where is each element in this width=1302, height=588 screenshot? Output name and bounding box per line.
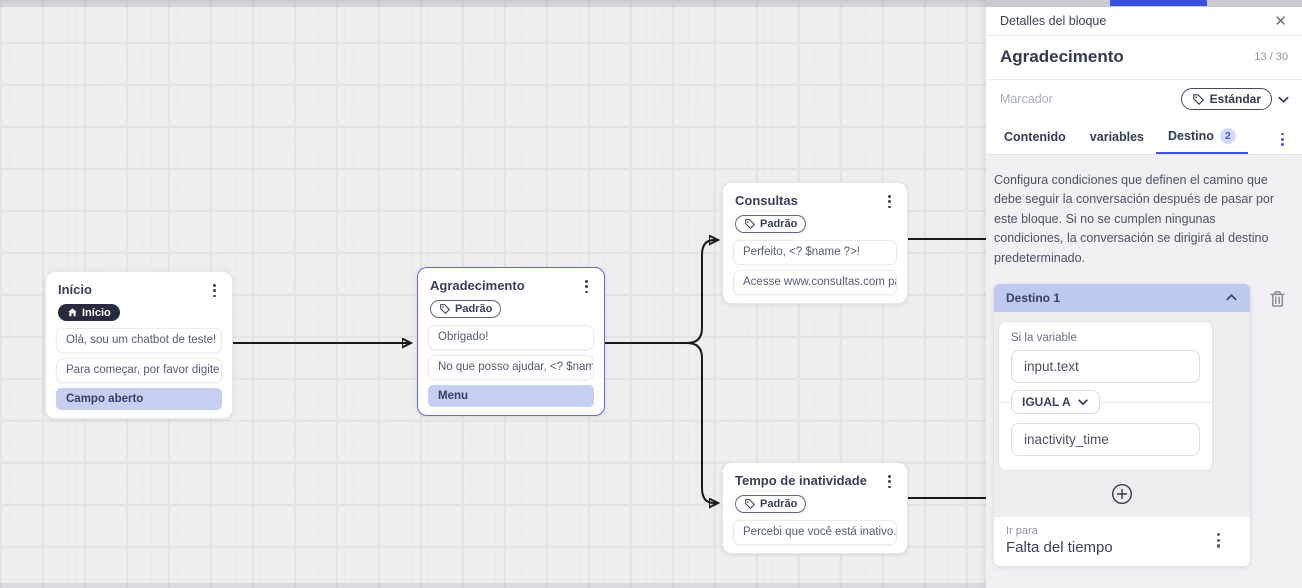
node-menu-icon[interactable] <box>581 278 592 295</box>
flow-edges <box>232 0 986 588</box>
trash-icon[interactable] <box>1269 290 1286 308</box>
destination-card-title: Destino 1 <box>1006 290 1061 305</box>
tag-icon <box>440 304 451 315</box>
node-message[interactable]: No que posso ajudar, <? $name ... <box>428 355 594 381</box>
node-type-badge: Início <box>58 304 120 322</box>
destino-count-badge: 2 <box>1219 128 1236 144</box>
node-menu-icon[interactable] <box>884 193 895 210</box>
chevron-up-icon[interactable] <box>1225 291 1238 304</box>
node-title: Agradecimento <box>430 278 525 293</box>
node-title: Início <box>58 282 92 297</box>
add-condition-icon[interactable] <box>1111 483 1133 505</box>
destination-description: Configura condiciones que definen el cam… <box>994 173 1275 265</box>
node-message[interactable]: Obrigado! <box>428 325 594 351</box>
marker-pill[interactable]: Estándar <box>1180 88 1272 110</box>
tag-icon <box>1192 93 1204 105</box>
window-tab-strip <box>986 0 1302 7</box>
tab-variables[interactable]: variables <box>1089 130 1145 144</box>
node-type-badge: Padrão <box>735 215 807 234</box>
destination-card: Destino 1 Si la variable IGUAL A <box>994 283 1250 566</box>
operator-row: IGUAL A <box>999 389 1212 414</box>
home-icon <box>68 308 77 317</box>
condition-label: Si la variable <box>1011 331 1077 344</box>
panel-header: Detalles del bloque ✕ <box>986 7 1302 36</box>
goto-label: Ir para <box>1006 524 1038 537</box>
block-name-row: Agradecimento 13 / 30 <box>986 36 1302 80</box>
compare-value-input[interactable] <box>1011 422 1200 456</box>
active-tab-indicator <box>1110 0 1207 6</box>
tag-icon <box>745 219 756 230</box>
goto-menu-icon[interactable] <box>1213 531 1224 550</box>
node-message[interactable]: Perfeito, <? $name ?>! <box>733 240 897 266</box>
node-title: Tempo de inatividade <box>735 473 867 488</box>
tag-icon <box>745 499 756 510</box>
tab-contenido[interactable]: Contenido <box>1004 130 1066 144</box>
operator-select[interactable]: IGUAL A <box>1011 389 1100 414</box>
node-message[interactable]: Para começar, por favor digite o ... <box>56 358 222 384</box>
block-name[interactable]: Agradecimento <box>1000 47 1124 66</box>
close-icon[interactable]: ✕ <box>1274 12 1287 30</box>
char-counter: 13 / 30 <box>1254 51 1288 63</box>
destino-tab-content: Configura condiciones que definen el cam… <box>986 155 1302 588</box>
node-open-field-row[interactable]: Campo aberto <box>56 388 222 411</box>
variable-input[interactable] <box>1011 349 1200 383</box>
marker-row: Marcador Estándar <box>986 80 1302 118</box>
tabs-menu-icon[interactable] <box>1277 131 1288 154</box>
node-agradecimento[interactable]: Agradecimento Padrão Obrigado! No que po… <box>417 267 605 417</box>
marker-label: Marcador <box>1000 92 1053 106</box>
destination-card-body: Si la variable IGUAL A <box>994 311 1250 517</box>
node-inicio[interactable]: Início Início Olá, sou um chatbot de tes… <box>45 271 233 420</box>
goto-target[interactable]: Falta del tiempo <box>1006 538 1113 556</box>
chevron-down-icon <box>1077 399 1088 405</box>
chevron-down-icon[interactable] <box>1277 93 1290 106</box>
node-type-badge: Padrão <box>735 495 807 514</box>
block-details-panel: Detalles del bloque ✕ Agradecimento 13 /… <box>986 0 1302 588</box>
node-message[interactable]: Percebi que você está inativo. C... <box>733 520 897 546</box>
node-menu-row[interactable]: Menu <box>428 385 594 408</box>
node-menu-icon[interactable] <box>209 282 220 299</box>
goto-footer: Ir para Falta del tiempo <box>994 516 1250 566</box>
destination-card-wrap: Destino 1 Si la variable IGUAL A <box>994 283 1285 566</box>
node-consultas[interactable]: Consultas Padrão Perfeito, <? $name ?>! … <box>722 182 908 305</box>
node-tempo-inatividade[interactable]: Tempo de inatividade Padrão Percebi que … <box>722 462 908 555</box>
tab-destino[interactable]: Destino 2 <box>1156 124 1248 154</box>
flow-canvas[interactable]: Início Início Olá, sou um chatbot de tes… <box>0 0 986 588</box>
node-type-badge: Padrão <box>430 300 502 319</box>
node-message[interactable]: Acesse www.consultas.com par... <box>733 270 897 296</box>
condition-card: Si la variable IGUAL A <box>998 320 1213 471</box>
node-message[interactable]: Olá, sou um chatbot de teste! <box>56 328 222 354</box>
panel-tabs: Contenido variables Destino 2 <box>986 118 1302 155</box>
panel-title: Detalles del bloque <box>1000 14 1107 28</box>
node-title: Consultas <box>735 193 798 208</box>
destination-card-header[interactable]: Destino 1 <box>994 283 1250 312</box>
node-menu-icon[interactable] <box>884 473 895 490</box>
